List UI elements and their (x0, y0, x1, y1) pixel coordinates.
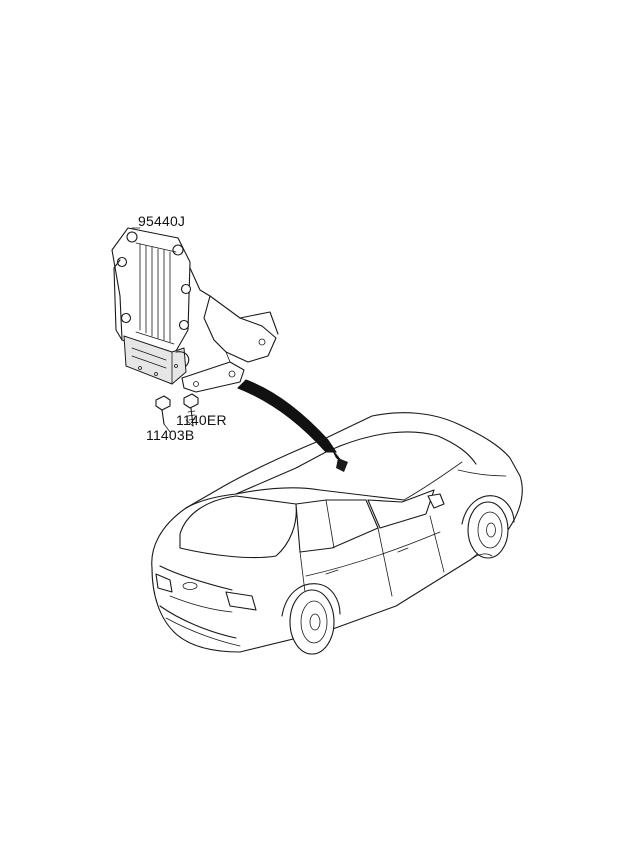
part-number-95440j[interactable]: 95440J (138, 213, 185, 229)
bolt-1140er[interactable] (183, 393, 199, 427)
mounting-bracket[interactable] (181, 295, 279, 393)
leader-line-1140er (185, 419, 194, 427)
bolt-11403b[interactable] (155, 395, 171, 425)
part-number-1140er[interactable]: 1140ER (176, 412, 227, 428)
leader-line-11403b (163, 423, 171, 433)
part-number-11403b[interactable]: 11403B (146, 427, 194, 443)
control-module[interactable] (111, 227, 211, 385)
vehicle-illustration (151, 412, 523, 655)
